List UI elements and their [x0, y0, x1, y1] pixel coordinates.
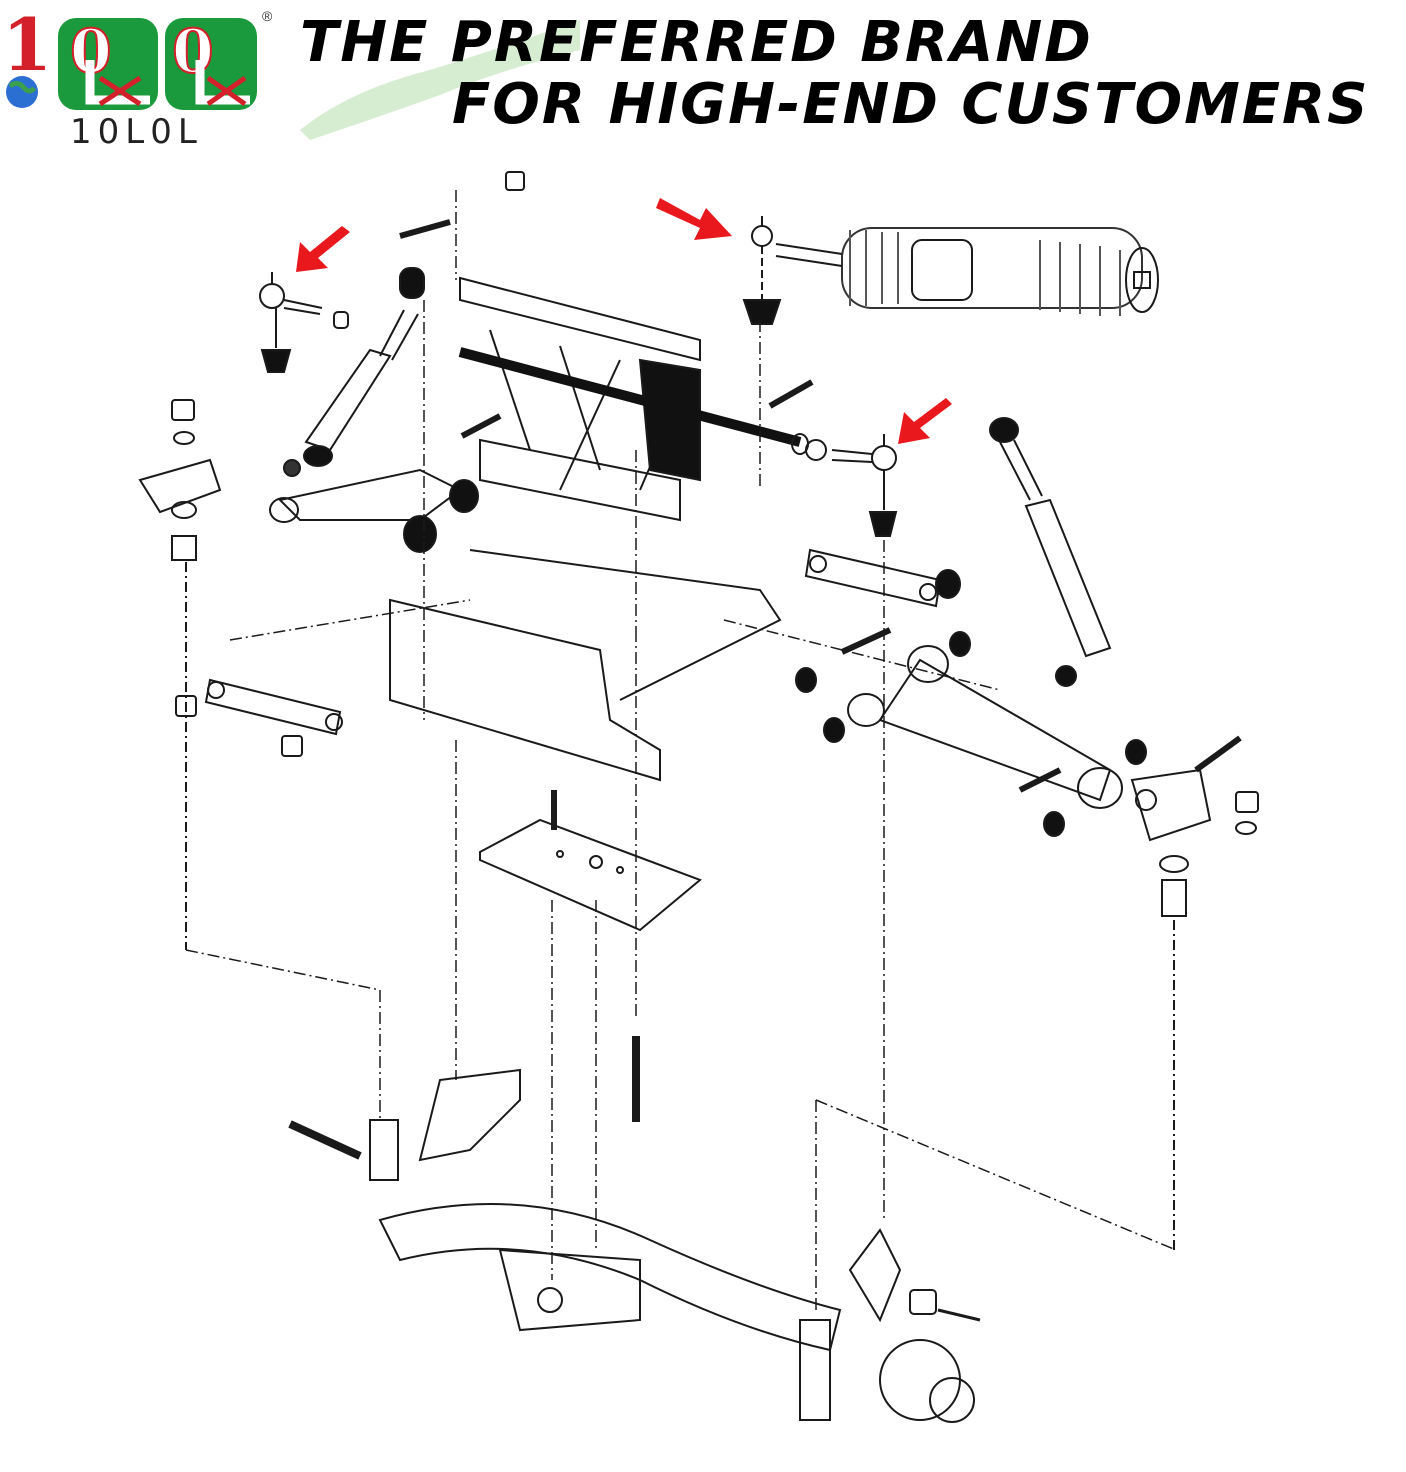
front-suspension-exploded-diagram — [138, 171, 1259, 1423]
steering-rack — [775, 227, 1159, 316]
logo-tile-left — [58, 18, 158, 110]
drag-link-right — [804, 548, 942, 608]
cross-shaft — [458, 347, 809, 455]
spindle-right — [799, 1228, 981, 1423]
center-frame-bracket — [459, 276, 701, 522]
brush-stroke-decoration — [300, 20, 580, 140]
callout-arrow-left — [296, 226, 350, 272]
a-arm-left — [269, 468, 479, 553]
a-arm-right — [847, 645, 1123, 809]
logo-digit-1: 1 — [2, 2, 52, 87]
bushings-right — [795, 569, 1147, 837]
spindle-left — [288, 1068, 521, 1181]
front-axle-beam — [378, 1203, 842, 1352]
svg-text:0: 0 — [172, 17, 214, 87]
tie-rod-end-left — [259, 272, 323, 373]
tie-rod-end-top — [742, 216, 782, 325]
bolts — [399, 219, 1242, 1122]
shock-absorber-right — [989, 417, 1112, 687]
brand-name: 10L0L — [70, 112, 203, 152]
bushing — [333, 311, 349, 329]
svg-text:0: 0 — [70, 17, 112, 87]
spindle-bracket-right — [1130, 768, 1212, 1250]
center-tray-plate — [389, 549, 782, 782]
mounting-plate — [479, 818, 702, 932]
shock-absorber-left — [283, 267, 425, 477]
headline-line-1: THE PREFERRED BRAND — [300, 10, 1093, 75]
drag-link-left — [204, 678, 343, 736]
spindle-bracket-left — [138, 458, 222, 950]
callout-arrow-top — [656, 198, 732, 240]
callout-arrow-right — [898, 398, 952, 444]
brand-logo: 1 0 0 — [2, 2, 257, 110]
headline-line-2: FOR HIGH-END CUSTOMERS — [452, 72, 1370, 137]
tie-rod-end-right — [805, 434, 898, 537]
leader-lines — [185, 190, 1177, 1310]
registered-mark: ® — [262, 8, 273, 24]
